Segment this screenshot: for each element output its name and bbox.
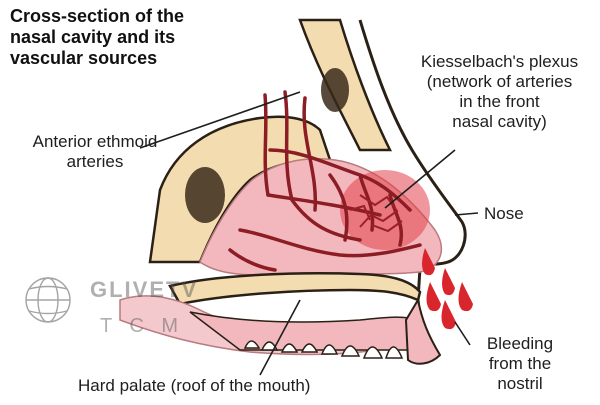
diagram-title: Cross-section of the nasal cavity and it…: [10, 6, 230, 69]
blood-drops: [422, 248, 473, 329]
kiesselbach-line: in the front: [412, 92, 587, 112]
bleeding-line: Bleeding: [470, 334, 570, 354]
sphenoid-sinus: [185, 167, 225, 223]
title-line: vascular sources: [10, 48, 230, 69]
kiesselbach-line: (network of arteries: [412, 72, 587, 92]
ethmoid-line: arteries: [20, 152, 170, 172]
title-line: nasal cavity and its: [10, 27, 230, 48]
nose-label: Nose: [484, 204, 524, 224]
ethmoid-line: Anterior ethmoid: [20, 132, 170, 152]
bleeding-line: from the: [470, 354, 570, 374]
ethmoid-label: Anterior ethmoid arteries: [20, 132, 170, 172]
bleeding-line: nostril: [470, 374, 570, 394]
watermark-text: GLIVETV: [90, 280, 198, 300]
hard-palate: [170, 273, 420, 304]
hard-palate-label: Hard palate (roof of the mouth): [78, 376, 310, 396]
kiesselbach-line: nasal cavity): [412, 112, 587, 132]
bleeding-label: Bleeding from the nostril: [470, 334, 570, 394]
kiesselbach-label: Kiesselbach's plexus (network of arterie…: [412, 52, 587, 132]
watermark-globe-icon: [26, 278, 70, 322]
watermark-subtext: T C M: [100, 316, 184, 336]
frontal-sinus: [321, 68, 349, 112]
kiesselbach-line: Kiesselbach's plexus: [412, 52, 587, 72]
title-line: Cross-section of the: [10, 6, 230, 27]
